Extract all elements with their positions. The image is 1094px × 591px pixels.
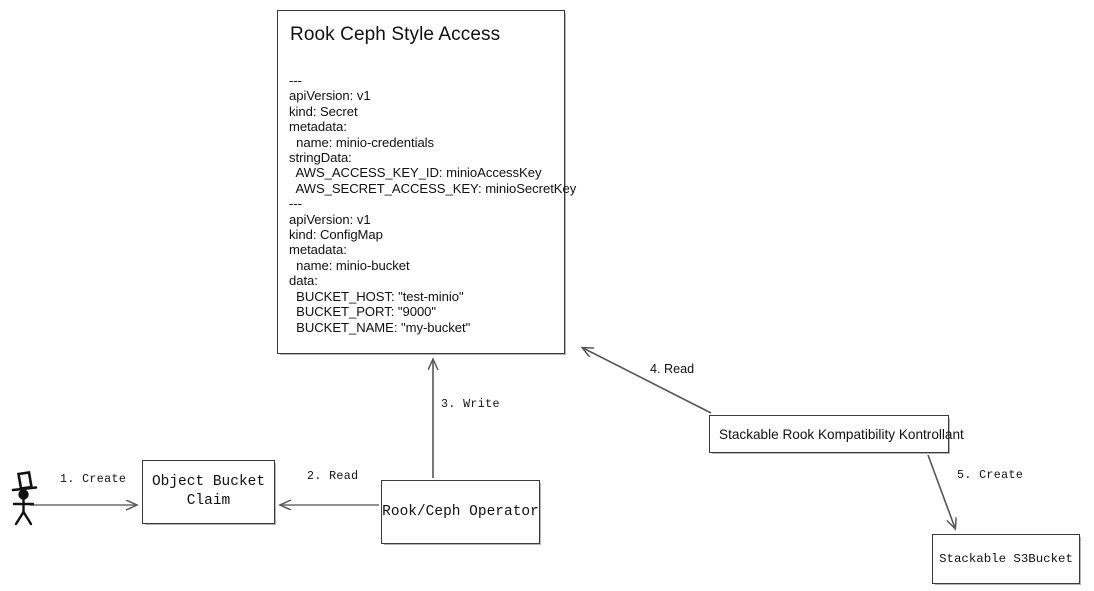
object-bucket-claim-box: Object Bucket Claim — [142, 460, 275, 524]
edge-label-2-read: 2. Read — [307, 470, 359, 483]
stackable-s3bucket-label: Stackable S3Bucket — [939, 552, 1073, 566]
object-bucket-claim-label: Object Bucket Claim — [151, 474, 266, 509]
rook-ceph-style-access-box: Rook Ceph Style Access --- apiVersion: v… — [277, 10, 576, 354]
stackable-rook-kompatibility-kontrollant-label: Stackable Rook Kompatibility Kontrollant — [719, 426, 964, 442]
edge-label-1-create: 1. Create — [60, 473, 127, 486]
actor-stick-figure-icon — [11, 471, 38, 526]
rook-ceph-operator-box: Rook/Ceph Operator — [381, 480, 540, 544]
stackable-rook-kompatibility-kontrollant-box: Stackable Rook Kompatibility Kontrollant — [709, 415, 964, 453]
rook-ceph-operator-label: Rook/Ceph Operator — [382, 504, 539, 520]
edge-label-4-read: 4. Read — [650, 362, 695, 376]
stackable-s3bucket-box: Stackable S3Bucket — [932, 534, 1080, 584]
rook-ceph-style-access-title: Rook Ceph Style Access — [290, 24, 501, 45]
rook-ceph-style-access-yaml: --- apiVersion: v1 kind: Secret metadata… — [289, 73, 577, 335]
edge-5-create — [927, 454, 955, 528]
edge-4-read — [583, 348, 712, 414]
edge-label-5-create: 5. Create — [957, 469, 1024, 482]
edge-label-3-write: 3. Write — [441, 398, 500, 411]
